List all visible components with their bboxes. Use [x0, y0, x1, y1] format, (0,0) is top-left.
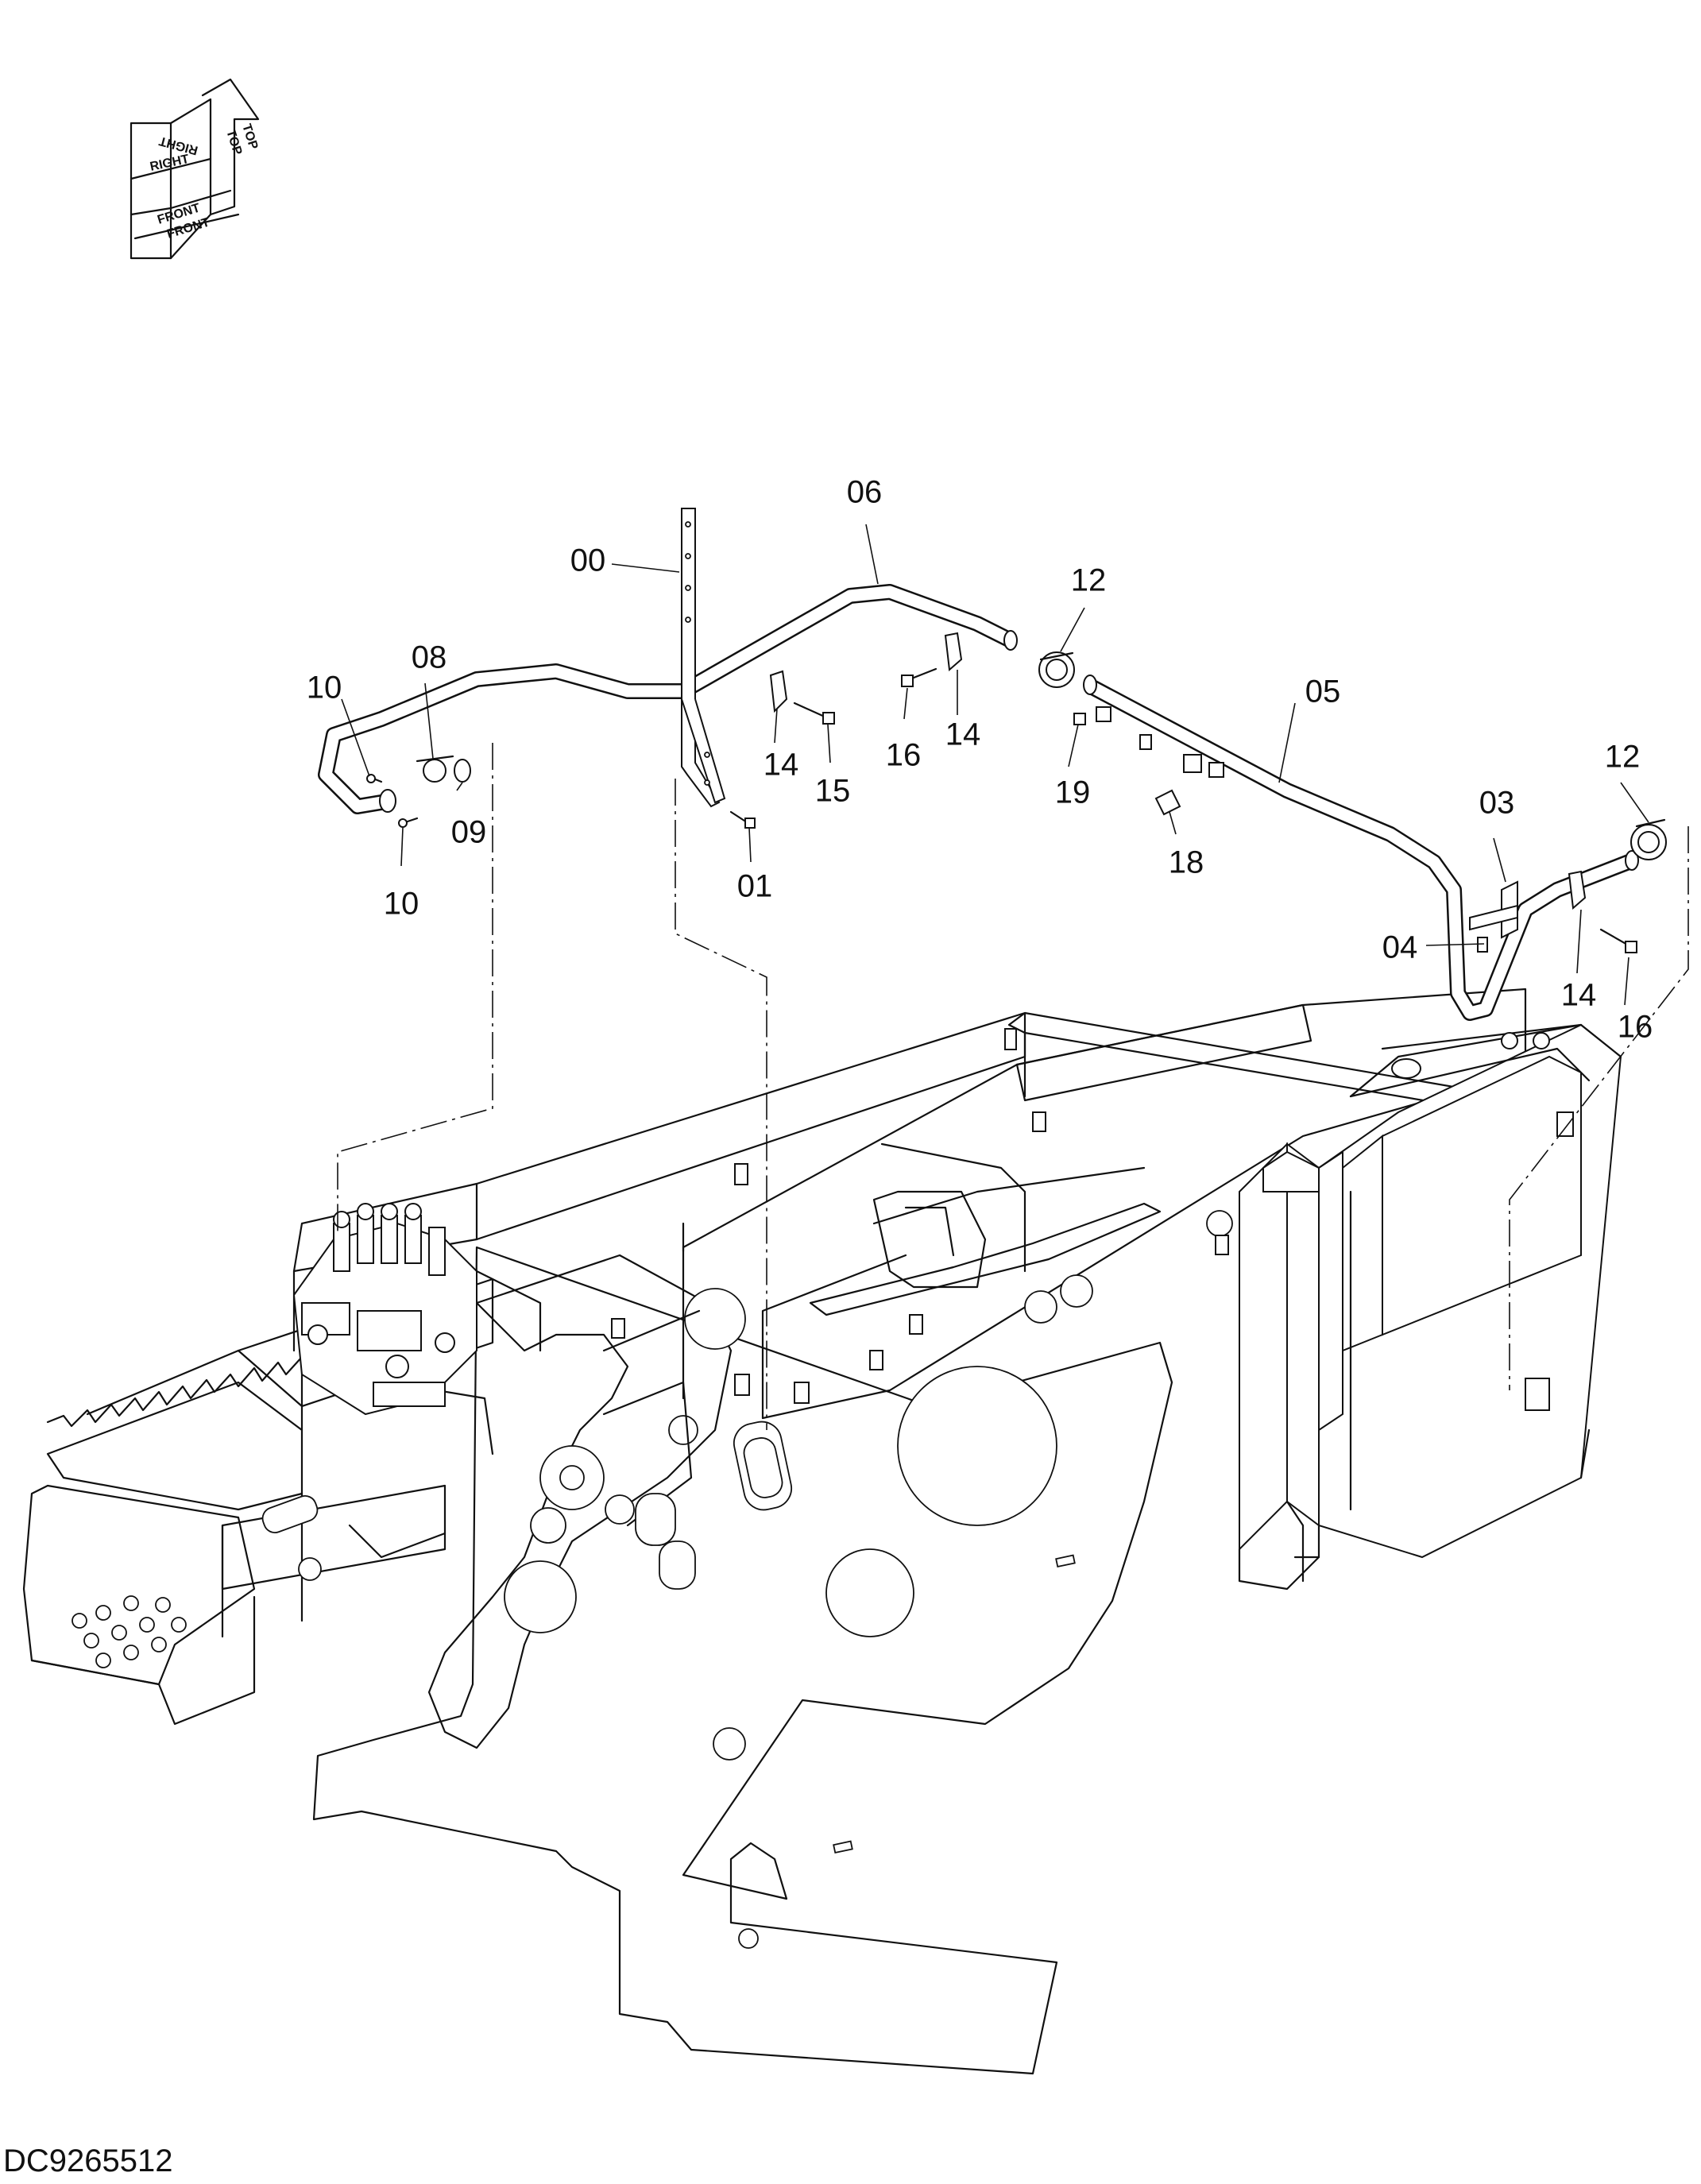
callout-08: 08 — [412, 640, 447, 675]
control-valve — [292, 1203, 477, 1416]
callout-14-right: 14 — [1561, 978, 1597, 1013]
callout-14-left: 14 — [764, 748, 799, 783]
callout-09: 09 — [451, 815, 487, 850]
swing-bearing-opening-large — [897, 1366, 1057, 1526]
callout-12-left: 12 — [1071, 563, 1107, 598]
orientation-right-1: RIGHT — [157, 133, 199, 157]
callout-05: 05 — [1305, 675, 1341, 709]
pipe-05 — [1083, 675, 1639, 1021]
callout-16-right: 16 — [1618, 1010, 1653, 1045]
drawing-code: DC9265512 — [3, 2143, 173, 2178]
callout-04: 04 — [1382, 930, 1418, 965]
boom-bracket — [427, 1254, 733, 1749]
callout-18: 18 — [1169, 845, 1204, 880]
callout-10-lower: 10 — [384, 887, 419, 922]
callout-10-upper: 10 — [307, 671, 342, 705]
step-plate — [22, 1484, 256, 1686]
orientation-indicator: TOP TOP RIGHT RIGHT FRONT FRONT — [130, 78, 261, 260]
callout-16-left: 16 — [886, 738, 922, 773]
radiator-assembly — [1238, 1023, 1622, 1591]
callout-00: 00 — [570, 543, 606, 578]
base-plate — [312, 1246, 1173, 2075]
pipe-06 — [318, 584, 1018, 814]
callout-labels: 00 06 12 05 12 03 04 14 16 14 15 16 14 1… — [307, 475, 1653, 1045]
callout-06: 06 — [847, 475, 883, 510]
callout-leaders — [341, 524, 1649, 1006]
callout-12-right: 12 — [1605, 740, 1641, 775]
callout-15: 15 — [815, 774, 851, 809]
swing-bearing-opening-small — [825, 1548, 914, 1637]
callout-01: 01 — [737, 869, 773, 904]
callout-14-mid: 14 — [945, 717, 981, 752]
bracket-00 — [681, 508, 726, 808]
callout-03: 03 — [1479, 786, 1515, 821]
step-holes — [72, 1595, 187, 1668]
small-parts — [366, 632, 1667, 953]
location-lines — [337, 743, 1689, 1430]
main-frame — [22, 988, 1527, 2075]
orientation-right-2: RIGHT — [149, 153, 190, 174]
callout-19: 19 — [1055, 775, 1091, 810]
